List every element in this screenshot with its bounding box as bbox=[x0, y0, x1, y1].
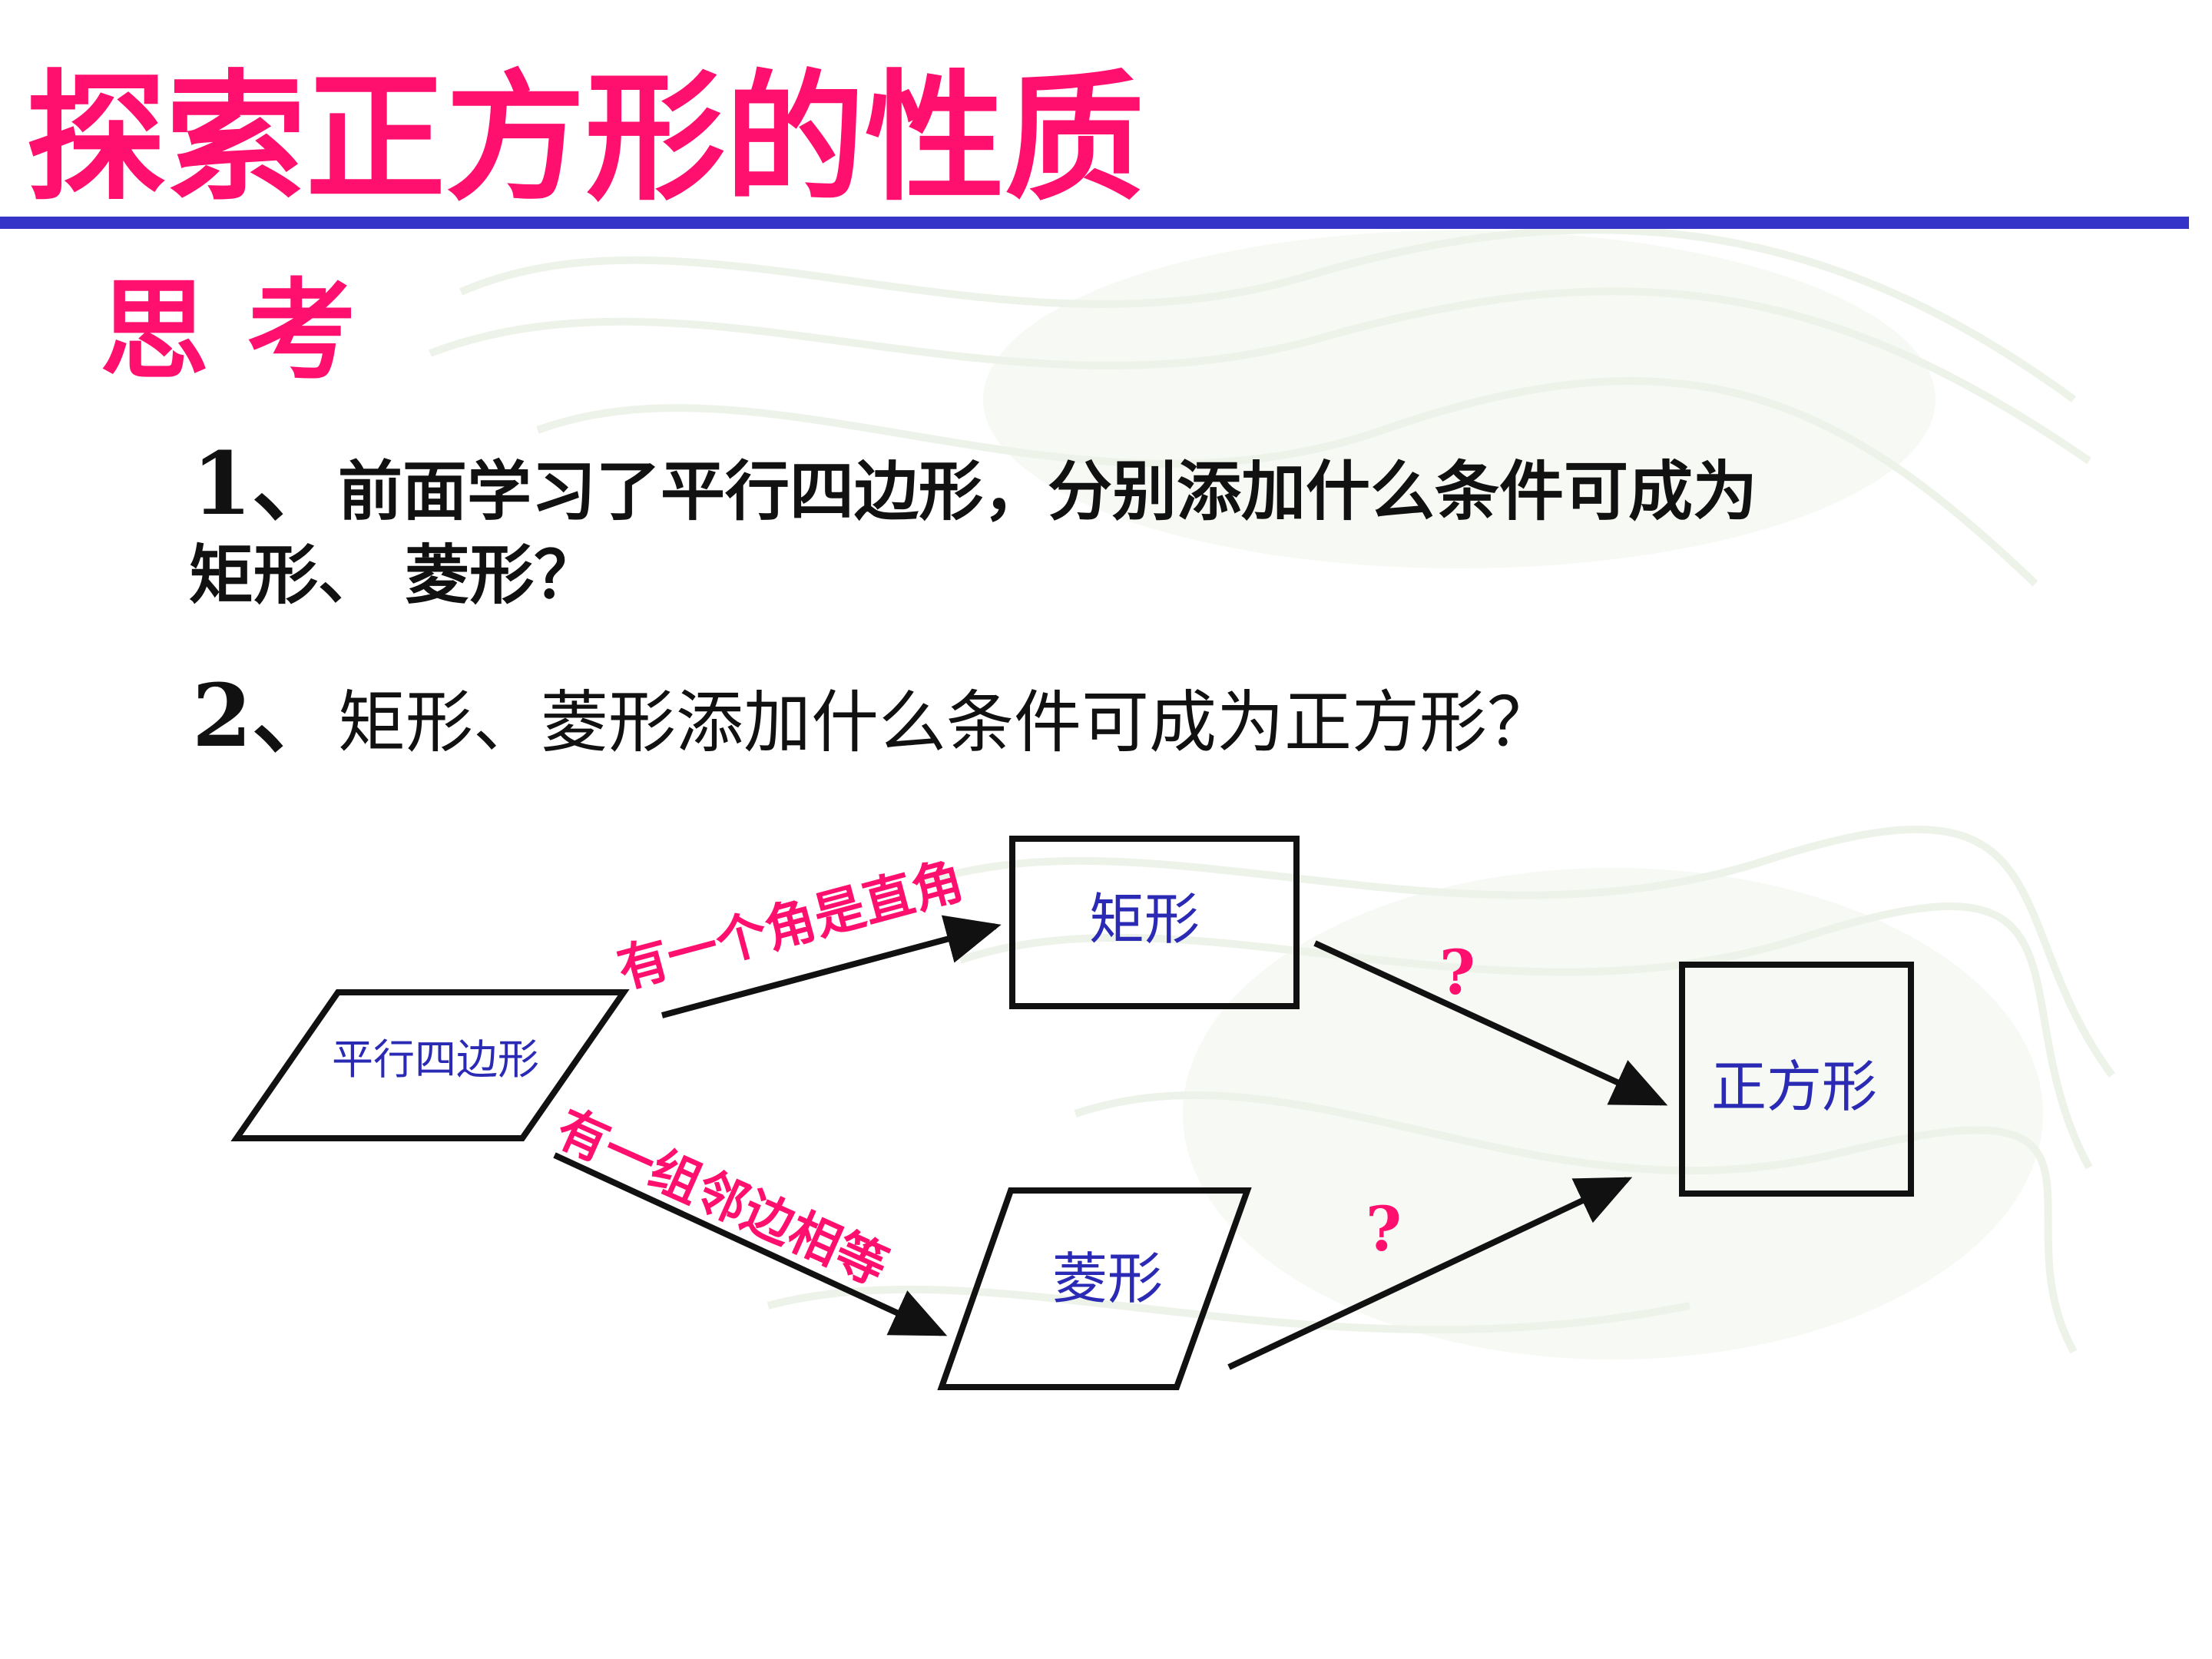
page-title: 探索正方形的性质 bbox=[26, 55, 1144, 220]
question-2-text: 矩形、菱形添加什么条件可成为正方形？ bbox=[337, 683, 1555, 762]
section-heading: 思 考 bbox=[100, 267, 356, 395]
question-1-text: 前面学习了平行四边形，分别添加什么条件可成为 bbox=[337, 453, 1757, 529]
square-label: 正方形 bbox=[1711, 1055, 1877, 1119]
edge-label-right-angle: 有一个角是直角 bbox=[611, 850, 969, 1000]
arrow-to-rectangle bbox=[661, 915, 1002, 1018]
question-1-continued: 矩形、 菱形？ bbox=[189, 524, 598, 617]
rhombus-label: 菱形 bbox=[1052, 1247, 1163, 1311]
question-1-number: 1、 bbox=[192, 434, 338, 535]
parallelogram-node bbox=[230, 989, 630, 1141]
arrow-rectangle-to-square bbox=[1313, 940, 1668, 1106]
arrow-rhombus-to-square bbox=[1227, 1177, 1633, 1370]
title-divider bbox=[0, 217, 2189, 229]
edge-label-rect-question: ? bbox=[1439, 936, 1475, 1008]
question-1: 1、前面学习了平行四边形，分别添加什么条件可成为 bbox=[192, 415, 1757, 539]
question-1-text-line2: 矩形、 菱形？ bbox=[189, 537, 599, 613]
edge-label-rhombus-question: ? bbox=[1366, 1193, 1402, 1265]
rectangle-label: 矩形 bbox=[1089, 887, 1200, 952]
rectangle-node bbox=[1009, 836, 1300, 1009]
question-2: 2、矩形、菱形添加什么条件可成为正方形？ bbox=[192, 647, 1555, 771]
parallelogram-label: 平行四边形 bbox=[332, 1035, 539, 1084]
edge-label-adjacent-sides-equal: 有一组邻边相等 bbox=[548, 1098, 896, 1296]
arrow-to-rhombus bbox=[553, 1152, 948, 1336]
rhombus-node bbox=[937, 1187, 1252, 1390]
question-2-number: 2、 bbox=[192, 666, 338, 767]
square-node bbox=[1679, 962, 1914, 1197]
